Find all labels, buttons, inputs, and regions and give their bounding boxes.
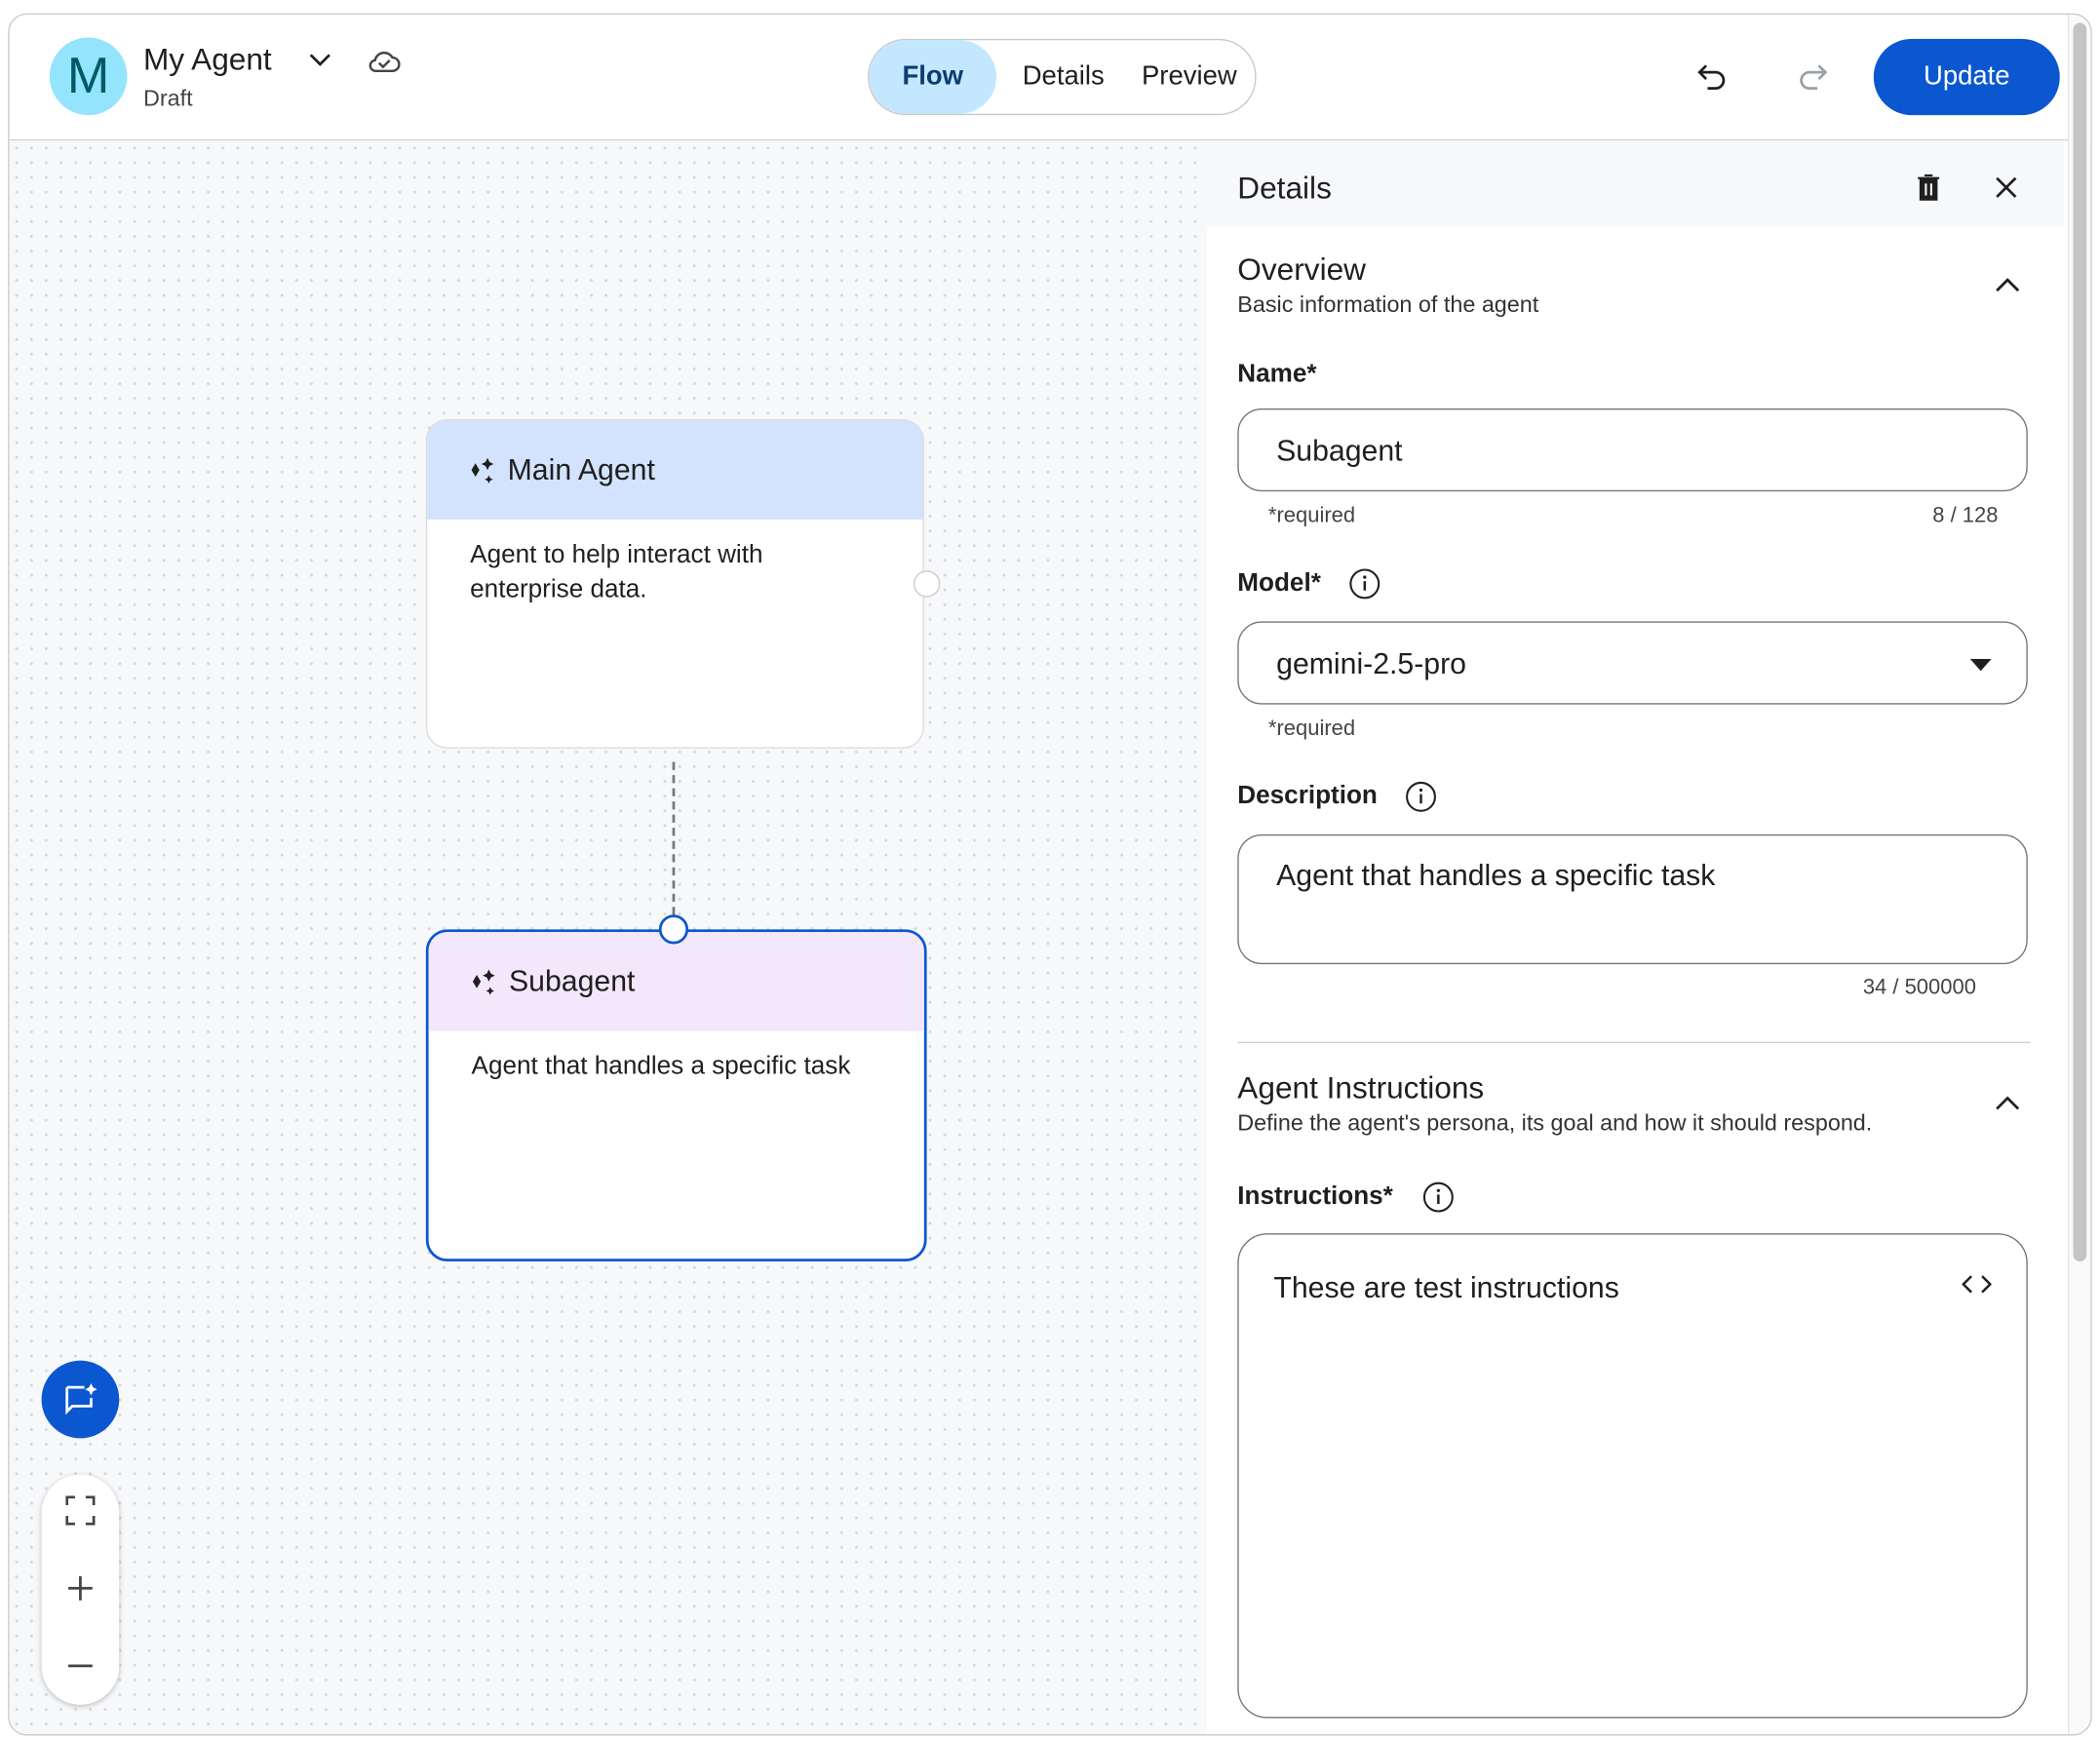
model-required-hint: *required (1267, 717, 1356, 741)
agent-status: Draft (142, 85, 193, 112)
sparkle-icon (465, 455, 497, 484)
overview-title: Overview (1237, 252, 1366, 287)
info-icon[interactable] (1348, 567, 1381, 600)
node-main-agent[interactable]: Main Agent Agent to help interact with e… (425, 418, 924, 749)
collapse-overview-icon[interactable] (1996, 277, 2020, 292)
tab-details[interactable]: Details (1022, 61, 1105, 92)
code-view-icon[interactable] (1962, 1275, 1992, 1294)
delete-icon[interactable] (1917, 174, 1941, 201)
chat-spark-icon (61, 1382, 98, 1417)
name-input[interactable]: Subagent (1237, 407, 2028, 492)
node-subagent[interactable]: Subagent Agent that handles a specific t… (425, 929, 927, 1262)
details-panel: Details Overview Basic information of th… (1206, 140, 2064, 1734)
sparkle-icon (466, 967, 498, 996)
chevron-down-icon[interactable] (307, 50, 333, 71)
fit-view-icon[interactable] (65, 1495, 96, 1526)
instructions-section-subtitle: Define the agent's persona, its goal and… (1237, 1109, 1873, 1136)
undo-icon[interactable] (1695, 60, 1731, 93)
instructions-label: Instructions* (1237, 1182, 1393, 1211)
zoom-in-icon[interactable] (65, 1573, 95, 1603)
model-label: Model* (1237, 568, 1321, 598)
output-handle[interactable] (913, 570, 941, 598)
top-bar: M My Agent Draft Flow Details Preview Up… (9, 15, 2091, 141)
panel-title: Details (1237, 170, 1332, 206)
description-textarea[interactable]: Agent that handles a specific task (1237, 833, 2028, 965)
zoom-out-icon[interactable] (65, 1651, 95, 1681)
instructions-editor[interactable]: These are test instructions (1237, 1233, 2028, 1719)
flow-canvas[interactable]: Main Agent Agent to help interact with e… (9, 140, 1207, 1734)
node-description: Agent that handles a specific task (471, 1052, 851, 1081)
section-divider (1237, 1041, 2031, 1044)
name-char-count: 8 / 128 (1932, 504, 1999, 528)
dropdown-arrow-icon (1969, 658, 1992, 672)
connector-line (672, 761, 676, 928)
update-button[interactable]: Update (1873, 38, 2060, 116)
info-icon[interactable] (1422, 1182, 1455, 1214)
description-label: Description (1237, 782, 1378, 811)
node-title: Main Agent (507, 452, 655, 486)
zoom-controls (41, 1474, 120, 1705)
cloud-saved-icon (367, 47, 402, 76)
model-select[interactable]: gemini-2.5-pro (1237, 621, 2028, 705)
info-icon[interactable] (1405, 781, 1437, 813)
overview-subtitle: Basic information of the agent (1237, 291, 1539, 318)
collapse-instructions-icon[interactable] (1996, 1096, 2020, 1111)
node-description: Agent to help interact with enterprise d… (470, 540, 763, 604)
panel-header: Details (1206, 140, 2064, 227)
avatar[interactable]: M (49, 37, 128, 116)
name-label: Name* (1237, 360, 1317, 389)
node-title: Subagent (509, 964, 636, 998)
tab-flow[interactable]: Flow (869, 40, 997, 114)
input-handle[interactable] (658, 914, 689, 945)
avatar-letter: M (66, 47, 110, 104)
agent-title[interactable]: My Agent (142, 41, 272, 77)
model-value: gemini-2.5-pro (1276, 646, 1466, 680)
scrollbar-thumb[interactable] (2073, 22, 2087, 1262)
redo-icon[interactable] (1795, 60, 1830, 93)
app-window: M My Agent Draft Flow Details Preview Up… (8, 13, 2092, 1736)
ai-chat-button[interactable] (41, 1360, 120, 1439)
name-required-hint: *required (1267, 504, 1356, 528)
instructions-text: These are test instructions (1273, 1270, 1619, 1304)
panel-scrollbar[interactable] (2067, 15, 2091, 1734)
instructions-section-title: Agent Instructions (1237, 1069, 1485, 1105)
tab-preview[interactable]: Preview (1141, 61, 1237, 92)
view-tabs: Flow Details Preview (868, 38, 1257, 116)
close-icon[interactable] (1996, 176, 2017, 198)
description-char-count: 34 / 500000 (1862, 976, 1976, 999)
